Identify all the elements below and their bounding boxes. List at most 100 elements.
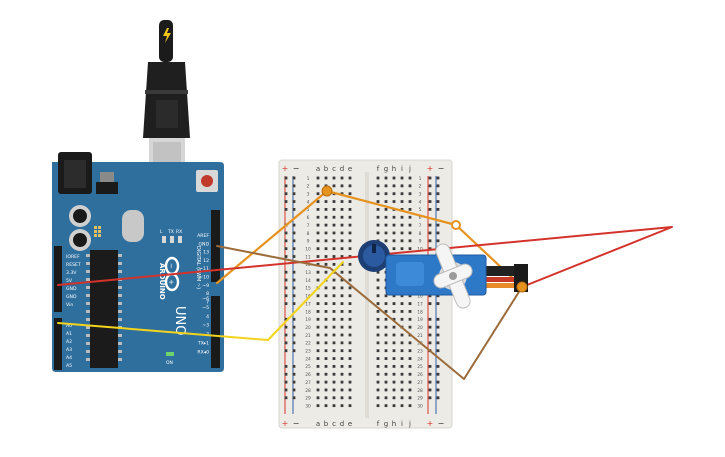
breadboard-hole[interactable] bbox=[324, 215, 328, 219]
rail-hole[interactable] bbox=[284, 294, 288, 298]
breadboard-hole[interactable] bbox=[376, 215, 380, 219]
breadboard-hole[interactable] bbox=[392, 396, 396, 400]
rail-hole[interactable] bbox=[292, 372, 296, 376]
rail-hole[interactable] bbox=[292, 176, 296, 180]
breadboard-hole[interactable] bbox=[332, 404, 336, 408]
breadboard-hole[interactable] bbox=[332, 310, 336, 313]
rail-hole[interactable] bbox=[292, 192, 296, 196]
breadboard-hole[interactable] bbox=[316, 208, 320, 211]
breadboard-hole[interactable] bbox=[316, 372, 320, 376]
breadboard-hole[interactable] bbox=[384, 294, 388, 298]
wire-orange-signal[interactable] bbox=[215, 189, 524, 289]
breadboard-hole[interactable] bbox=[340, 404, 344, 408]
breadboard-hole[interactable] bbox=[408, 192, 412, 196]
breadboard-hole[interactable] bbox=[400, 396, 404, 400]
breadboard-hole[interactable] bbox=[376, 286, 380, 290]
rail-hole[interactable] bbox=[284, 341, 288, 345]
rail-hole[interactable] bbox=[292, 239, 296, 243]
breadboard-hole[interactable] bbox=[316, 270, 320, 274]
rail-hole[interactable] bbox=[428, 192, 432, 196]
rail-hole[interactable] bbox=[428, 372, 432, 376]
breadboard-hole[interactable] bbox=[408, 200, 412, 203]
rail-hole[interactable] bbox=[292, 200, 296, 203]
breadboard-hole[interactable] bbox=[400, 215, 404, 219]
breadboard-hole[interactable] bbox=[384, 223, 388, 227]
breadboard-hole[interactable] bbox=[340, 223, 344, 227]
breadboard-hole[interactable] bbox=[384, 310, 388, 313]
breadboard-hole[interactable] bbox=[384, 176, 388, 180]
breadboard-hole[interactable] bbox=[376, 200, 380, 203]
breadboard-hole[interactable] bbox=[400, 247, 404, 251]
rail-hole[interactable] bbox=[428, 302, 432, 305]
rail-hole[interactable] bbox=[436, 192, 440, 196]
breadboard-hole[interactable] bbox=[348, 380, 352, 384]
breadboard-hole[interactable] bbox=[384, 380, 388, 384]
breadboard-hole[interactable] bbox=[324, 396, 328, 400]
breadboard-hole[interactable] bbox=[400, 294, 404, 298]
breadboard-hole[interactable] bbox=[392, 231, 396, 235]
breadboard-hole[interactable] bbox=[340, 310, 344, 313]
breadboard-hole[interactable] bbox=[348, 317, 352, 321]
rail-hole[interactable] bbox=[436, 317, 440, 321]
servo-motor[interactable] bbox=[385, 237, 528, 315]
breadboard-hole[interactable] bbox=[400, 223, 404, 227]
rail-hole[interactable] bbox=[284, 349, 288, 353]
digital-header-low[interactable] bbox=[211, 296, 220, 368]
breadboard-hole[interactable] bbox=[392, 404, 396, 408]
breadboard-hole[interactable] bbox=[324, 262, 328, 266]
breadboard-hole[interactable] bbox=[408, 365, 412, 368]
rail-hole[interactable] bbox=[284, 239, 288, 243]
potentiometer[interactable] bbox=[358, 240, 390, 272]
breadboard-hole[interactable] bbox=[384, 302, 388, 305]
rail-hole[interactable] bbox=[436, 341, 440, 345]
breadboard-hole[interactable] bbox=[392, 333, 396, 337]
breadboard-hole[interactable] bbox=[332, 239, 336, 243]
rail-hole[interactable] bbox=[292, 255, 296, 258]
breadboard-hole[interactable] bbox=[376, 192, 380, 196]
breadboard-hole[interactable] bbox=[408, 380, 412, 384]
rail-hole[interactable] bbox=[436, 365, 440, 368]
breadboard-hole[interactable] bbox=[408, 215, 412, 219]
breadboard-hole[interactable] bbox=[332, 184, 336, 188]
breadboard-hole[interactable] bbox=[316, 278, 320, 282]
breadboard-hole[interactable] bbox=[408, 317, 412, 321]
rail-hole[interactable] bbox=[428, 184, 432, 188]
breadboard-hole[interactable] bbox=[324, 294, 328, 298]
breadboard-hole[interactable] bbox=[376, 184, 380, 188]
breadboard-hole[interactable] bbox=[340, 215, 344, 219]
breadboard-hole[interactable] bbox=[340, 302, 344, 305]
breadboard-hole[interactable] bbox=[376, 176, 380, 180]
breadboard-hole[interactable] bbox=[384, 349, 388, 353]
rail-hole[interactable] bbox=[292, 365, 296, 368]
breadboard-hole[interactable] bbox=[316, 262, 320, 266]
rail-hole[interactable] bbox=[436, 184, 440, 188]
breadboard-hole[interactable] bbox=[316, 215, 320, 219]
breadboard-hole[interactable] bbox=[348, 404, 352, 408]
breadboard-hole[interactable] bbox=[400, 341, 404, 345]
breadboard-hole[interactable] bbox=[340, 317, 344, 321]
rail-hole[interactable] bbox=[292, 396, 296, 400]
breadboard-hole[interactable] bbox=[316, 388, 320, 392]
breadboard-hole[interactable] bbox=[332, 302, 336, 305]
breadboard-hole[interactable] bbox=[376, 365, 380, 368]
rail-hole[interactable] bbox=[436, 333, 440, 337]
rail-hole[interactable] bbox=[292, 278, 296, 282]
breadboard-hole[interactable] bbox=[376, 302, 380, 305]
breadboard-hole[interactable] bbox=[408, 349, 412, 353]
breadboard-hole[interactable] bbox=[392, 380, 396, 384]
breadboard-hole[interactable] bbox=[408, 310, 412, 313]
breadboard-hole[interactable] bbox=[348, 294, 352, 298]
breadboard-hole[interactable] bbox=[400, 310, 404, 313]
breadboard-hole[interactable] bbox=[348, 223, 352, 227]
breadboard-hole[interactable] bbox=[384, 357, 388, 360]
breadboard-hole[interactable] bbox=[400, 200, 404, 203]
breadboard-hole[interactable] bbox=[340, 341, 344, 345]
breadboard-hole[interactable] bbox=[316, 404, 320, 408]
rail-hole[interactable] bbox=[284, 372, 288, 376]
rail-hole[interactable] bbox=[284, 388, 288, 392]
rail-hole[interactable] bbox=[284, 278, 288, 282]
breadboard-hole[interactable] bbox=[392, 176, 396, 180]
rail-hole[interactable] bbox=[284, 396, 288, 400]
breadboard-hole[interactable] bbox=[384, 388, 388, 392]
breadboard-hole[interactable] bbox=[324, 223, 328, 227]
